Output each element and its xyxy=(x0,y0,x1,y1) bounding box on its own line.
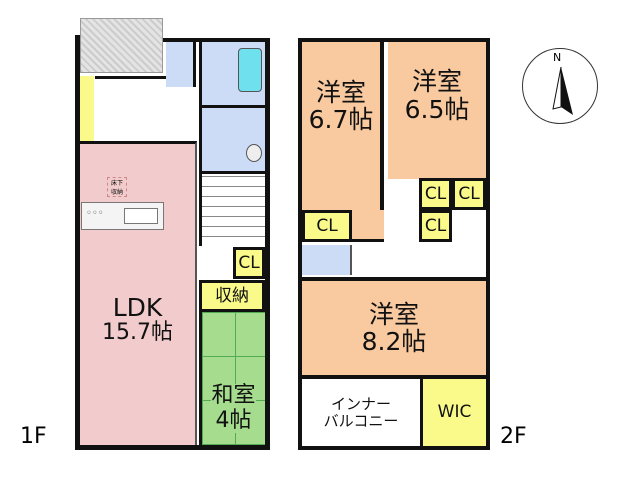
entrance xyxy=(80,18,163,73)
toilet-2f xyxy=(302,245,352,275)
floor-1: LDK 15.7帖 床下 収納 ◦◦◦ CL 収納 和室 4帖 1F xyxy=(0,0,290,480)
room-a-doorway xyxy=(352,210,384,242)
washitsu-room: 和室 4帖 xyxy=(199,312,265,445)
stairs-1f xyxy=(199,174,265,246)
closet-label: CL xyxy=(424,215,447,236)
bathroom xyxy=(199,42,265,108)
floor-2-label: 2F xyxy=(500,424,527,449)
wall xyxy=(75,445,270,450)
ldk-name: LDK xyxy=(112,292,163,322)
storage-1f: 収納 xyxy=(199,280,265,312)
room-a-name: 洋室 xyxy=(315,77,366,107)
shoe-storage xyxy=(80,76,94,141)
room-b-size: 6.5帖 xyxy=(404,94,470,124)
inner-balcony-line1: インナー xyxy=(330,395,391,413)
western-room-8-2: 洋室 8.2帖 xyxy=(302,277,486,379)
closet-label: CL xyxy=(458,183,480,204)
room-c-name: 洋室 xyxy=(368,299,419,329)
closet-1f-label: CL xyxy=(238,252,260,273)
wall xyxy=(163,38,270,42)
hallway xyxy=(95,76,195,141)
western-room-6-7: 洋室 6.7帖 xyxy=(302,42,384,210)
room-a-size: 6.7帖 xyxy=(308,105,374,134)
toilet xyxy=(166,42,196,87)
underfloor-storage-label: 床下 収納 xyxy=(107,177,127,197)
floor-2-outline xyxy=(298,38,490,450)
bathtub xyxy=(238,48,262,92)
wic-label: WIC xyxy=(437,402,472,423)
stove-icon: ◦◦◦ xyxy=(86,208,104,219)
wall xyxy=(265,38,270,450)
washitsu-size: 4帖 xyxy=(215,407,252,433)
closet-2f-c: CL xyxy=(452,178,486,210)
closet-label: CL xyxy=(424,183,447,204)
closet-1f: CL xyxy=(233,247,265,279)
washitsu-name: 和室 xyxy=(211,383,256,409)
room-b-name: 洋室 xyxy=(411,67,462,96)
floor-2: 洋室 6.7帖 洋室 6.5帖 CL CL CL CL 洋室 8.2帖 インナー… xyxy=(290,0,527,480)
kitchen-counter: ◦◦◦ xyxy=(81,202,164,230)
compass-north-label: N xyxy=(553,51,562,64)
compass: N xyxy=(522,48,598,124)
ldk-size: 15.7帖 xyxy=(102,320,173,346)
storage-1f-label: 収納 xyxy=(215,285,249,306)
floor-1-label: 1F xyxy=(20,424,47,449)
washbasin xyxy=(246,144,262,162)
closet-2f-a: CL xyxy=(302,210,352,242)
inner-balcony: インナー バルコニー xyxy=(302,379,420,446)
sink xyxy=(124,208,158,224)
compass-needle-icon xyxy=(552,66,573,115)
wall xyxy=(75,35,80,450)
closet-2f-d: CL xyxy=(419,210,452,242)
inner-balcony-line2: バルコニー xyxy=(323,411,399,430)
ldk-room: LDK 15.7帖 xyxy=(80,141,197,445)
walk-in-closet: WIC xyxy=(420,379,486,446)
closet-label: CL xyxy=(316,215,338,236)
western-room-6-5: 洋室 6.5帖 xyxy=(388,42,486,179)
closet-2f-b: CL xyxy=(419,178,452,210)
room-c-size: 8.2帖 xyxy=(361,327,427,356)
washroom xyxy=(199,108,265,174)
